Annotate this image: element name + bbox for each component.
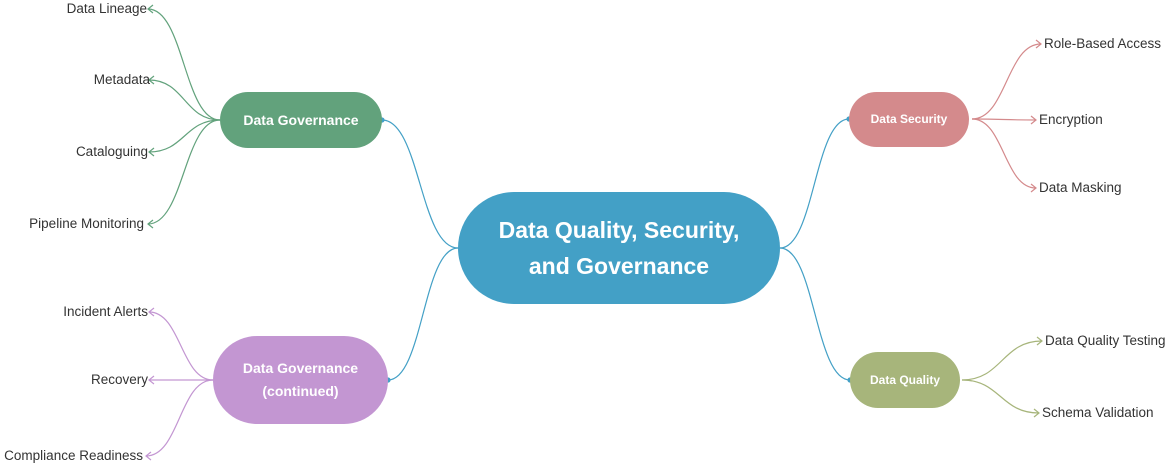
arrow-head-icon [1033,408,1040,418]
edge-sec-leaf-2 [971,118,1037,189]
central-topic-label: Data Quality, Security, and Governance [498,217,740,279]
branch-label: Data Quality [869,372,941,387]
leaf-data-quality-testing[interactable]: Data Quality Testing [1045,333,1166,348]
branch-label: Data Security [870,112,948,126]
edge-gov-leaf-2 [148,119,221,153]
leaf-incident-alerts[interactable]: Incident Alerts [63,304,148,319]
arrow-head-icon [1035,39,1042,49]
edge-gov-leaf-3 [147,119,221,225]
leaf-role-based-access[interactable]: Role-Based Access [1044,36,1162,51]
edge-central-to-governance-continued [387,247,459,381]
leaf-data-lineage[interactable]: Data Lineage [66,1,147,16]
arrow-head-icon [148,307,155,317]
edge-central-to-quality [779,247,851,381]
edge-gov-leaf-0 [147,8,221,121]
edge-sec-leaf-1 [971,118,1037,121]
arrow-head-icon [1036,336,1043,346]
branch-label: Data Governance [243,111,359,128]
branch-data-governance[interactable]: Data Governance [220,92,382,148]
branch-data-quality[interactable]: Data Quality [850,352,960,408]
edge-central-to-security [779,118,850,249]
leaf-schema-validation[interactable]: Schema Validation [1042,405,1154,420]
leaf-compliance-readiness[interactable]: Compliance Readiness [4,448,143,463]
central-topic[interactable]: Data Quality, Security, and Governance [458,192,780,304]
arrow-head-icon [147,219,154,229]
edge-govc-leaf-2 [145,379,214,457]
leaf-recovery[interactable]: Recovery [90,372,148,387]
edge-sec-leaf-0 [971,43,1042,120]
arrow-head-icon [148,75,155,85]
edge-gov-leaf-1 [148,79,221,121]
leaf-pipeline-monitoring[interactable]: Pipeline Monitoring [29,216,144,231]
branch-data-governance-continued[interactable]: Data Governance (continued) [213,336,388,424]
arrow-head-icon [147,4,154,14]
leaf-data-masking[interactable]: Data Masking [1039,180,1122,195]
arrow-head-icon [1030,183,1037,193]
leaf-encryption[interactable]: Encryption [1039,112,1103,127]
arrow-head-icon [148,147,155,157]
edge-central-to-governance [381,119,459,249]
edge-qual-leaf-1 [961,379,1040,414]
edge-qual-leaf-0 [961,340,1043,381]
arrow-head-icon [1030,115,1037,125]
branch-label: Data Governance (continued) [242,360,359,399]
branch-data-security[interactable]: Data Security [849,92,969,147]
arrow-head-icon [148,375,155,385]
edge-govc-leaf-0 [148,311,214,381]
leaf-metadata[interactable]: Metadata [93,72,150,87]
arrow-head-icon [145,451,152,461]
leaf-cataloguing[interactable]: Cataloguing [75,144,148,159]
